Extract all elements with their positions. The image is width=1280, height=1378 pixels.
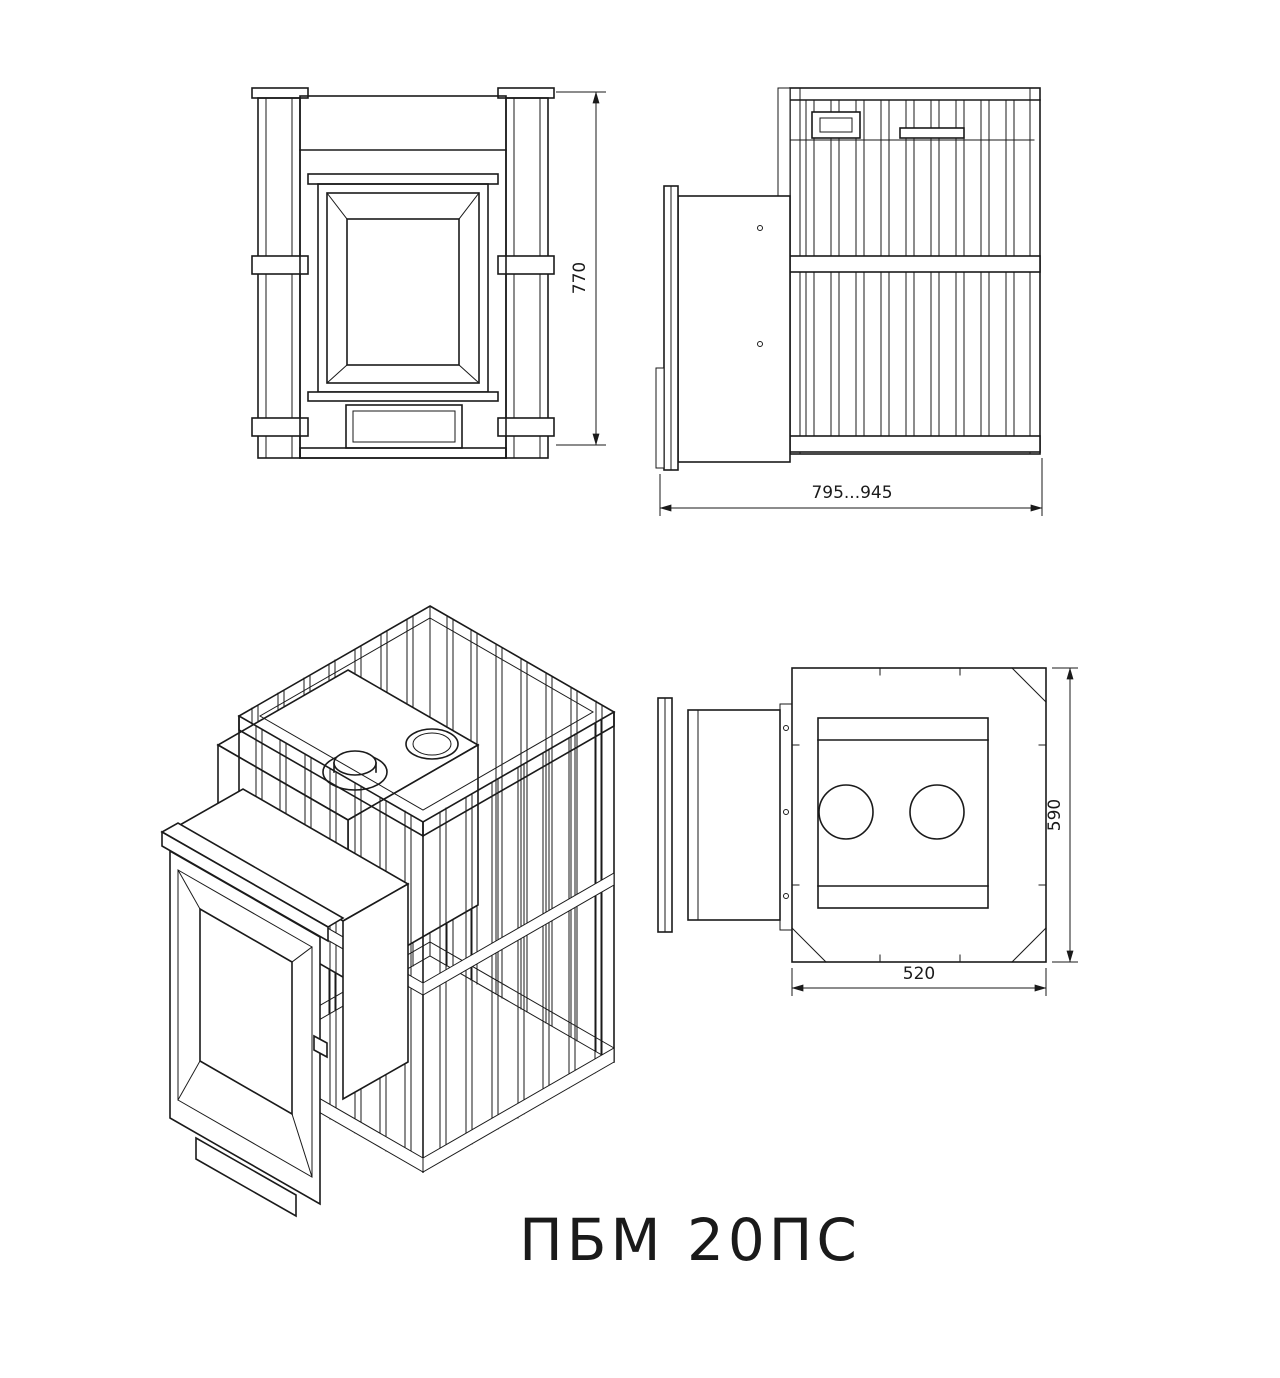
iso-pipe-opening (405, 728, 459, 760)
rear-bolt (783, 725, 789, 731)
iso-mid-rail (422, 872, 615, 996)
iso-fire-tunnel (176, 788, 410, 1101)
rear-view: 590 520 (657, 667, 1078, 996)
isometric-view (160, 605, 616, 1218)
front-left-post (251, 87, 309, 459)
side-view: 795...945 (655, 87, 1043, 516)
iso-cage-rim (237, 605, 616, 837)
front-right-post (497, 87, 555, 459)
rear-pipe-opening-right (909, 784, 965, 840)
rear-bolt (783, 893, 789, 899)
dimension-label-rear-width: 520 (903, 964, 935, 984)
side-depth-dimension: 795...945 (659, 458, 1043, 516)
side-handle-bar (899, 127, 965, 139)
side-bolt-hole (757, 341, 763, 347)
front-door-frame (307, 183, 499, 402)
iso-door-latch (313, 1034, 328, 1059)
rear-door-tunnel (657, 697, 793, 933)
front-stove-body (299, 95, 507, 459)
rear-width-dimension: 520 (791, 964, 1047, 996)
rear-plate (791, 667, 1047, 963)
dimension-label-rear-height: 590 (1045, 799, 1065, 831)
iso-cage-near-slats-right (439, 718, 602, 1163)
iso-ash-drawer (195, 1136, 297, 1218)
side-latch-plate (811, 111, 861, 139)
dimension-label-depth: 795...945 (811, 483, 892, 503)
side-bolt-hole (757, 225, 763, 231)
iso-bottom-rail (422, 1047, 615, 1173)
rear-stove-body (817, 717, 989, 909)
side-door-tunnel (655, 185, 791, 471)
front-view: 770 (251, 87, 606, 459)
front-ash-drawer (299, 404, 507, 459)
iso-chimney-collar (322, 750, 388, 791)
iso-door (160, 822, 345, 1218)
rear-pipe-opening-left (818, 784, 874, 840)
rear-height-dimension: 590 (1045, 667, 1078, 963)
side-cage-slats (805, 99, 1015, 453)
dimension-label-height: 770 (570, 262, 590, 294)
rear-bolt (783, 809, 789, 815)
front-door-window (346, 218, 460, 366)
front-height-dimension: 770 (556, 91, 606, 446)
drawing-title: ПБМ 20ПС (519, 1206, 861, 1274)
side-cage (777, 87, 1041, 455)
